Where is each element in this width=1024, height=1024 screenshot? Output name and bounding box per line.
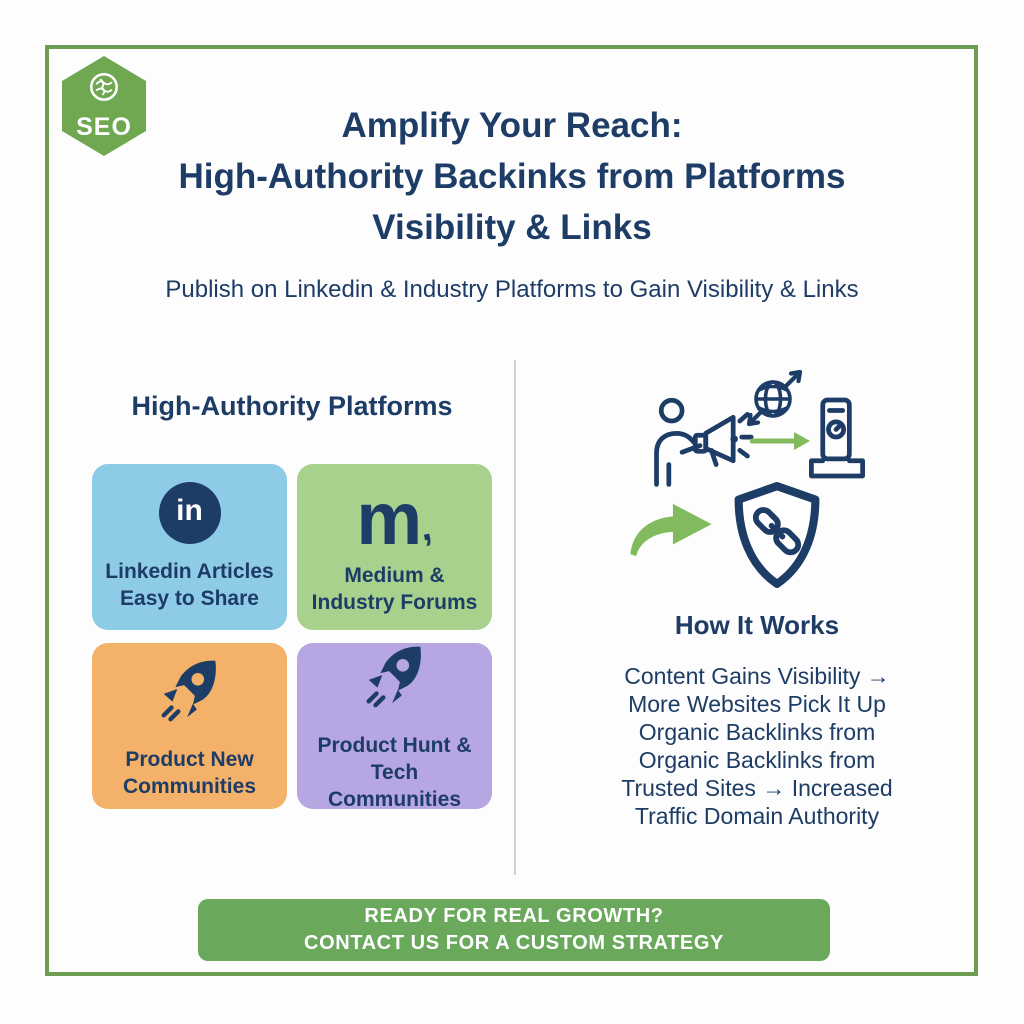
frame-border xyxy=(45,45,978,976)
linkedin-icon: in xyxy=(158,482,221,544)
how-line: More Websites Pick It Up xyxy=(628,691,886,717)
how-line: Content Gains Visibility → xyxy=(624,663,890,689)
rocket-icon xyxy=(358,639,432,718)
seo-badge: SEO xyxy=(62,56,146,156)
card-linkedin: in Linkedin Articles Easy to Share xyxy=(92,464,287,630)
card-product-hunt: Product Hunt & Tech Communities xyxy=(297,643,492,811)
page-subtitle: Publish on Linkedin & Industry Platforms… xyxy=(165,276,859,303)
card-product-new: Product New Communities xyxy=(92,643,287,809)
card-medium: m , Medium & Industry Forums xyxy=(297,464,492,630)
arrow-right-icon xyxy=(749,428,812,459)
page-title: Amplify Your Reach: High-Authority Backi… xyxy=(70,100,954,253)
how-line: Organic Backlinks from xyxy=(638,747,876,773)
globe-arrows-icon xyxy=(742,358,812,435)
card-medium-label: Medium & Industry Forums xyxy=(311,564,478,614)
shield-link-icon xyxy=(731,481,823,594)
curved-arrow-icon xyxy=(626,500,716,563)
how-line: Trusted Sites → Increased xyxy=(621,775,893,801)
platform-cards: in Linkedin Articles Easy to Share m , M… xyxy=(92,464,492,811)
vertical-divider xyxy=(514,360,516,875)
cta-banner[interactable]: READY FOR REAL GROWTH? CONTACT US FOR A … xyxy=(198,899,830,961)
how-line: Traffic Domain Authority xyxy=(634,803,880,829)
card-product-new-label: Product New Communities xyxy=(122,747,256,798)
left-panel-heading: High-Authority Platforms xyxy=(131,391,453,421)
card-linkedin-label: Linkedin Articles Easy to Share xyxy=(105,560,274,610)
title-line1: Amplify Your Reach: xyxy=(341,106,683,145)
cta-line1: READY FOR REAL GROWTH? xyxy=(364,905,664,927)
how-line: Organic Backlinks from xyxy=(638,719,876,745)
title-line2: High-Authority Backinks from Platforms xyxy=(178,157,846,196)
cta-line2: CONTACT US FOR A CUSTOM STRATEGY xyxy=(304,932,724,954)
globe-icon xyxy=(86,70,122,111)
device-dashboard-icon xyxy=(800,396,874,485)
title-line3: Visibility & Links xyxy=(372,208,652,247)
rocket-icon xyxy=(153,653,227,732)
how-it-works-text: Content Gains Visibility → More Websites… xyxy=(537,662,977,830)
megaphone-person-icon xyxy=(648,390,754,493)
medium-icon: m , xyxy=(356,476,435,560)
seo-badge-label: SEO xyxy=(76,113,132,141)
card-product-hunt-label: Product Hunt & Tech Communities xyxy=(317,734,472,811)
how-it-works-heading: How It Works xyxy=(674,610,840,640)
